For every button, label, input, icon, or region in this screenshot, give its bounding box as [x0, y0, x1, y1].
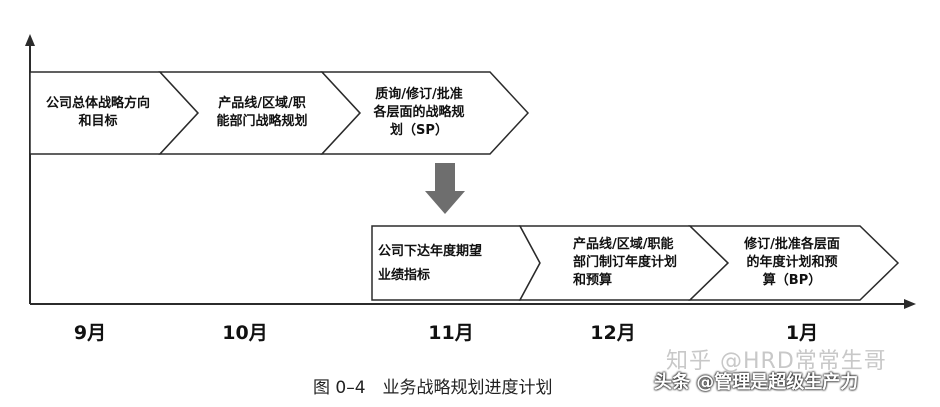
chevron-label-strategy-direction: 公司总体战略方向 和目标 [36, 95, 160, 131]
label-line: 和目标 [78, 114, 118, 129]
label-line: 产品线/区域/职 [218, 96, 306, 111]
figure-caption: 图 0–4 业务战略规划进度计划 [313, 378, 553, 398]
chevron-label-unit-strategy-plan: 产品线/区域/职 能部门战略规划 [200, 95, 324, 131]
label-line: 能部门战略规划 [216, 114, 308, 129]
chevron-approve-bp [688, 225, 900, 301]
y-axis-arrowhead [25, 34, 35, 46]
chevron-label-annual-targets: 公司下达年度期望 业绩指标 [378, 243, 518, 285]
label-line: 的年度计划和预 [746, 255, 838, 270]
label-line: 质询/修订/批准 [375, 87, 463, 102]
month-label-dec: 12月 [590, 322, 636, 344]
label-line: 修订/批准各层面 [744, 237, 840, 252]
label-line: 产品线/区域/职能 [573, 237, 674, 252]
x-axis-arrowhead [904, 299, 916, 309]
label-line: 算（BP） [762, 273, 822, 288]
month-label-sep: 9月 [73, 322, 107, 344]
label-line: 和预算 [573, 273, 613, 288]
watermark-toutiao: 头条 @管理是超级生产力 [654, 372, 859, 393]
month-label-jan: 1月 [785, 322, 819, 344]
chevron-label-approve-bp: 修订/批准各层面 的年度计划和预 算（BP） [722, 236, 862, 290]
label-line: 各层面的战略规 [373, 105, 465, 120]
month-label-oct: 10月 [222, 322, 268, 344]
chevron-approve-sp [320, 71, 530, 155]
down-arrow-icon [425, 163, 465, 214]
month-label-nov: 11月 [428, 322, 474, 344]
label-line: 公司下达年度期望 [378, 244, 483, 259]
chevron-label-annual-plan-budget: 产品线/区域/职能 部门制订年度计划 和预算 [573, 236, 713, 290]
label-line: 划（SP） [390, 123, 448, 138]
label-line: 业绩指标 [378, 268, 431, 283]
chevron-label-approve-sp: 质询/修订/批准 各层面的战略规 划（SP） [357, 86, 481, 140]
label-line: 公司总体战略方向 [45, 96, 150, 111]
label-line: 部门制订年度计划 [573, 255, 678, 270]
watermark-zhihu: 知乎 @HRD常常生哥 [666, 349, 887, 374]
